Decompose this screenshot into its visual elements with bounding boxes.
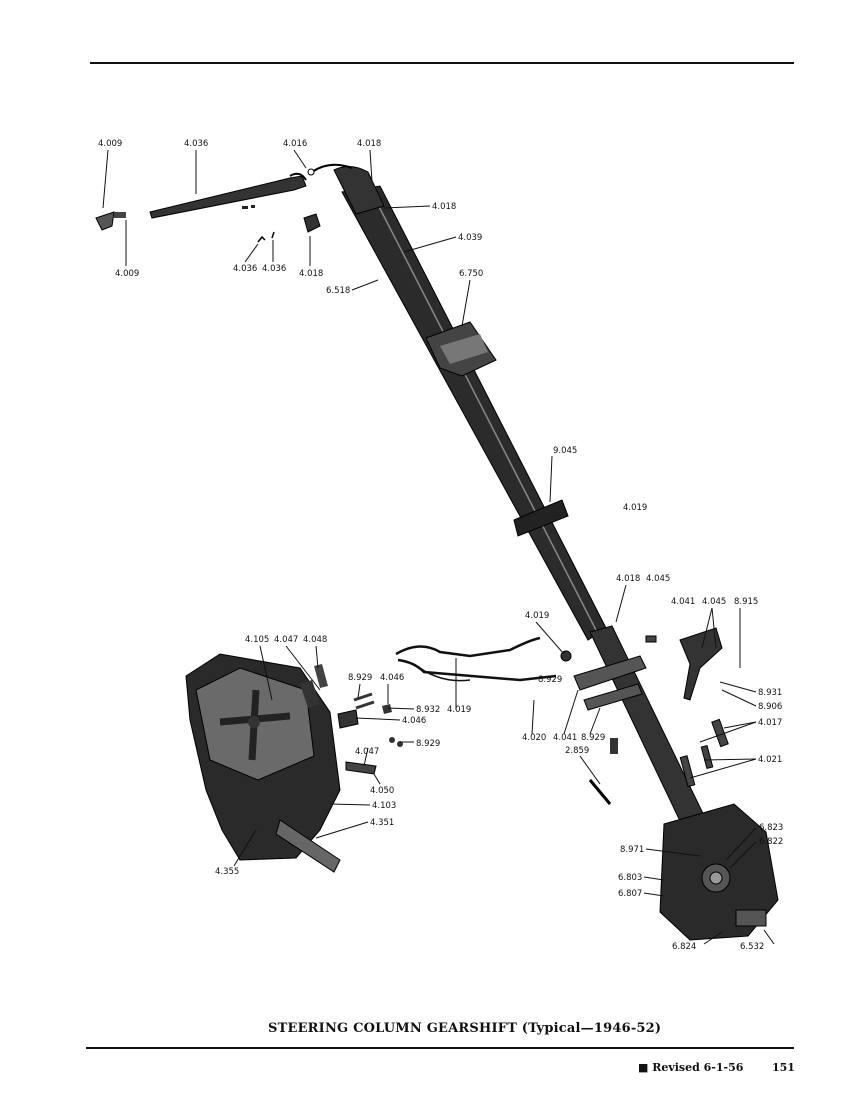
callout: 4.351 (370, 818, 394, 828)
callout: 4.036 (184, 139, 208, 149)
callout: 2.859 (565, 746, 589, 756)
callout: 8.929 (348, 673, 372, 683)
top-rule (90, 62, 794, 64)
page-number: 151 (772, 1061, 795, 1074)
callout: 8.915 (734, 597, 758, 607)
callout: 4.039 (458, 233, 482, 243)
callout-labels: 4.009 4.036 4.016 4.018 4.018 4.039 4.00… (98, 139, 783, 952)
transmission-housing (185, 653, 341, 873)
shift-arm-parts (588, 627, 729, 805)
callout: 4.047 (274, 635, 298, 645)
callout: 4.021 (758, 755, 782, 765)
callout: 6.803 (618, 873, 642, 883)
shift-lever (149, 172, 307, 219)
callout: 6.750 (459, 269, 483, 279)
callout: 6.807 (618, 889, 642, 899)
callout: 6.822 (759, 837, 783, 847)
callout: 6.518 (326, 286, 350, 296)
callout: 8.971 (620, 845, 644, 855)
callout: 4.105 (245, 635, 269, 645)
callout: 4.046 (402, 716, 426, 726)
revised-note: ■ Revised 6-1-56 (638, 1061, 744, 1074)
callout: 9.045 (553, 446, 577, 456)
callout: 4.018 (357, 139, 381, 149)
small-pins (242, 205, 275, 243)
column-seal (513, 499, 569, 537)
steering-gear-box (659, 803, 779, 941)
callout: 4.036 (233, 264, 257, 274)
callout: 4.018 (616, 574, 640, 584)
callout: 4.009 (115, 269, 139, 279)
bushing (303, 213, 321, 233)
callout: 8.929 (416, 739, 440, 749)
callout: 4.050 (370, 786, 394, 796)
callout: 8.906 (758, 702, 782, 712)
callout: 8.931 (758, 688, 782, 698)
callout: 4.047 (355, 747, 379, 757)
callout: 4.041 (553, 733, 577, 743)
callout: 4.019 (525, 611, 549, 621)
callout: 4.017 (758, 718, 782, 728)
callout: 4.041 (671, 597, 695, 607)
callout: 4.046 (380, 673, 404, 683)
callout: 4.016 (283, 139, 307, 149)
callout: 4.045 (702, 597, 726, 607)
shift-knob (95, 211, 126, 231)
steering-column (307, 163, 607, 641)
callout: 8.932 (416, 705, 440, 715)
callout: 6.532 (740, 942, 764, 952)
callout: 4.048 (303, 635, 327, 645)
callout: 4.103 (372, 801, 396, 811)
callout: 4.036 (262, 264, 286, 274)
callout: 6.824 (672, 942, 696, 952)
callout: 4.355 (215, 867, 239, 877)
shift-rods (395, 636, 557, 682)
bottom-rule (86, 1047, 794, 1049)
leader-lines (102, 149, 775, 945)
callout: 4.045 (646, 574, 670, 584)
callout: 4.019 (447, 705, 471, 715)
callout: 4.009 (98, 139, 122, 149)
callout: 4.018 (432, 202, 456, 212)
callout: 4.020 (522, 733, 546, 743)
callout: 8.929 (581, 733, 605, 743)
callout: 4.019 (623, 503, 647, 513)
shift-linkage-small (300, 664, 403, 775)
callout: 6.823 (759, 823, 783, 833)
callout: 8.929 (538, 675, 562, 685)
callout: 4.018 (299, 269, 323, 279)
figure-caption: STEERING COLUMN GEARSHIFT (Typical—1946-… (268, 1021, 662, 1036)
